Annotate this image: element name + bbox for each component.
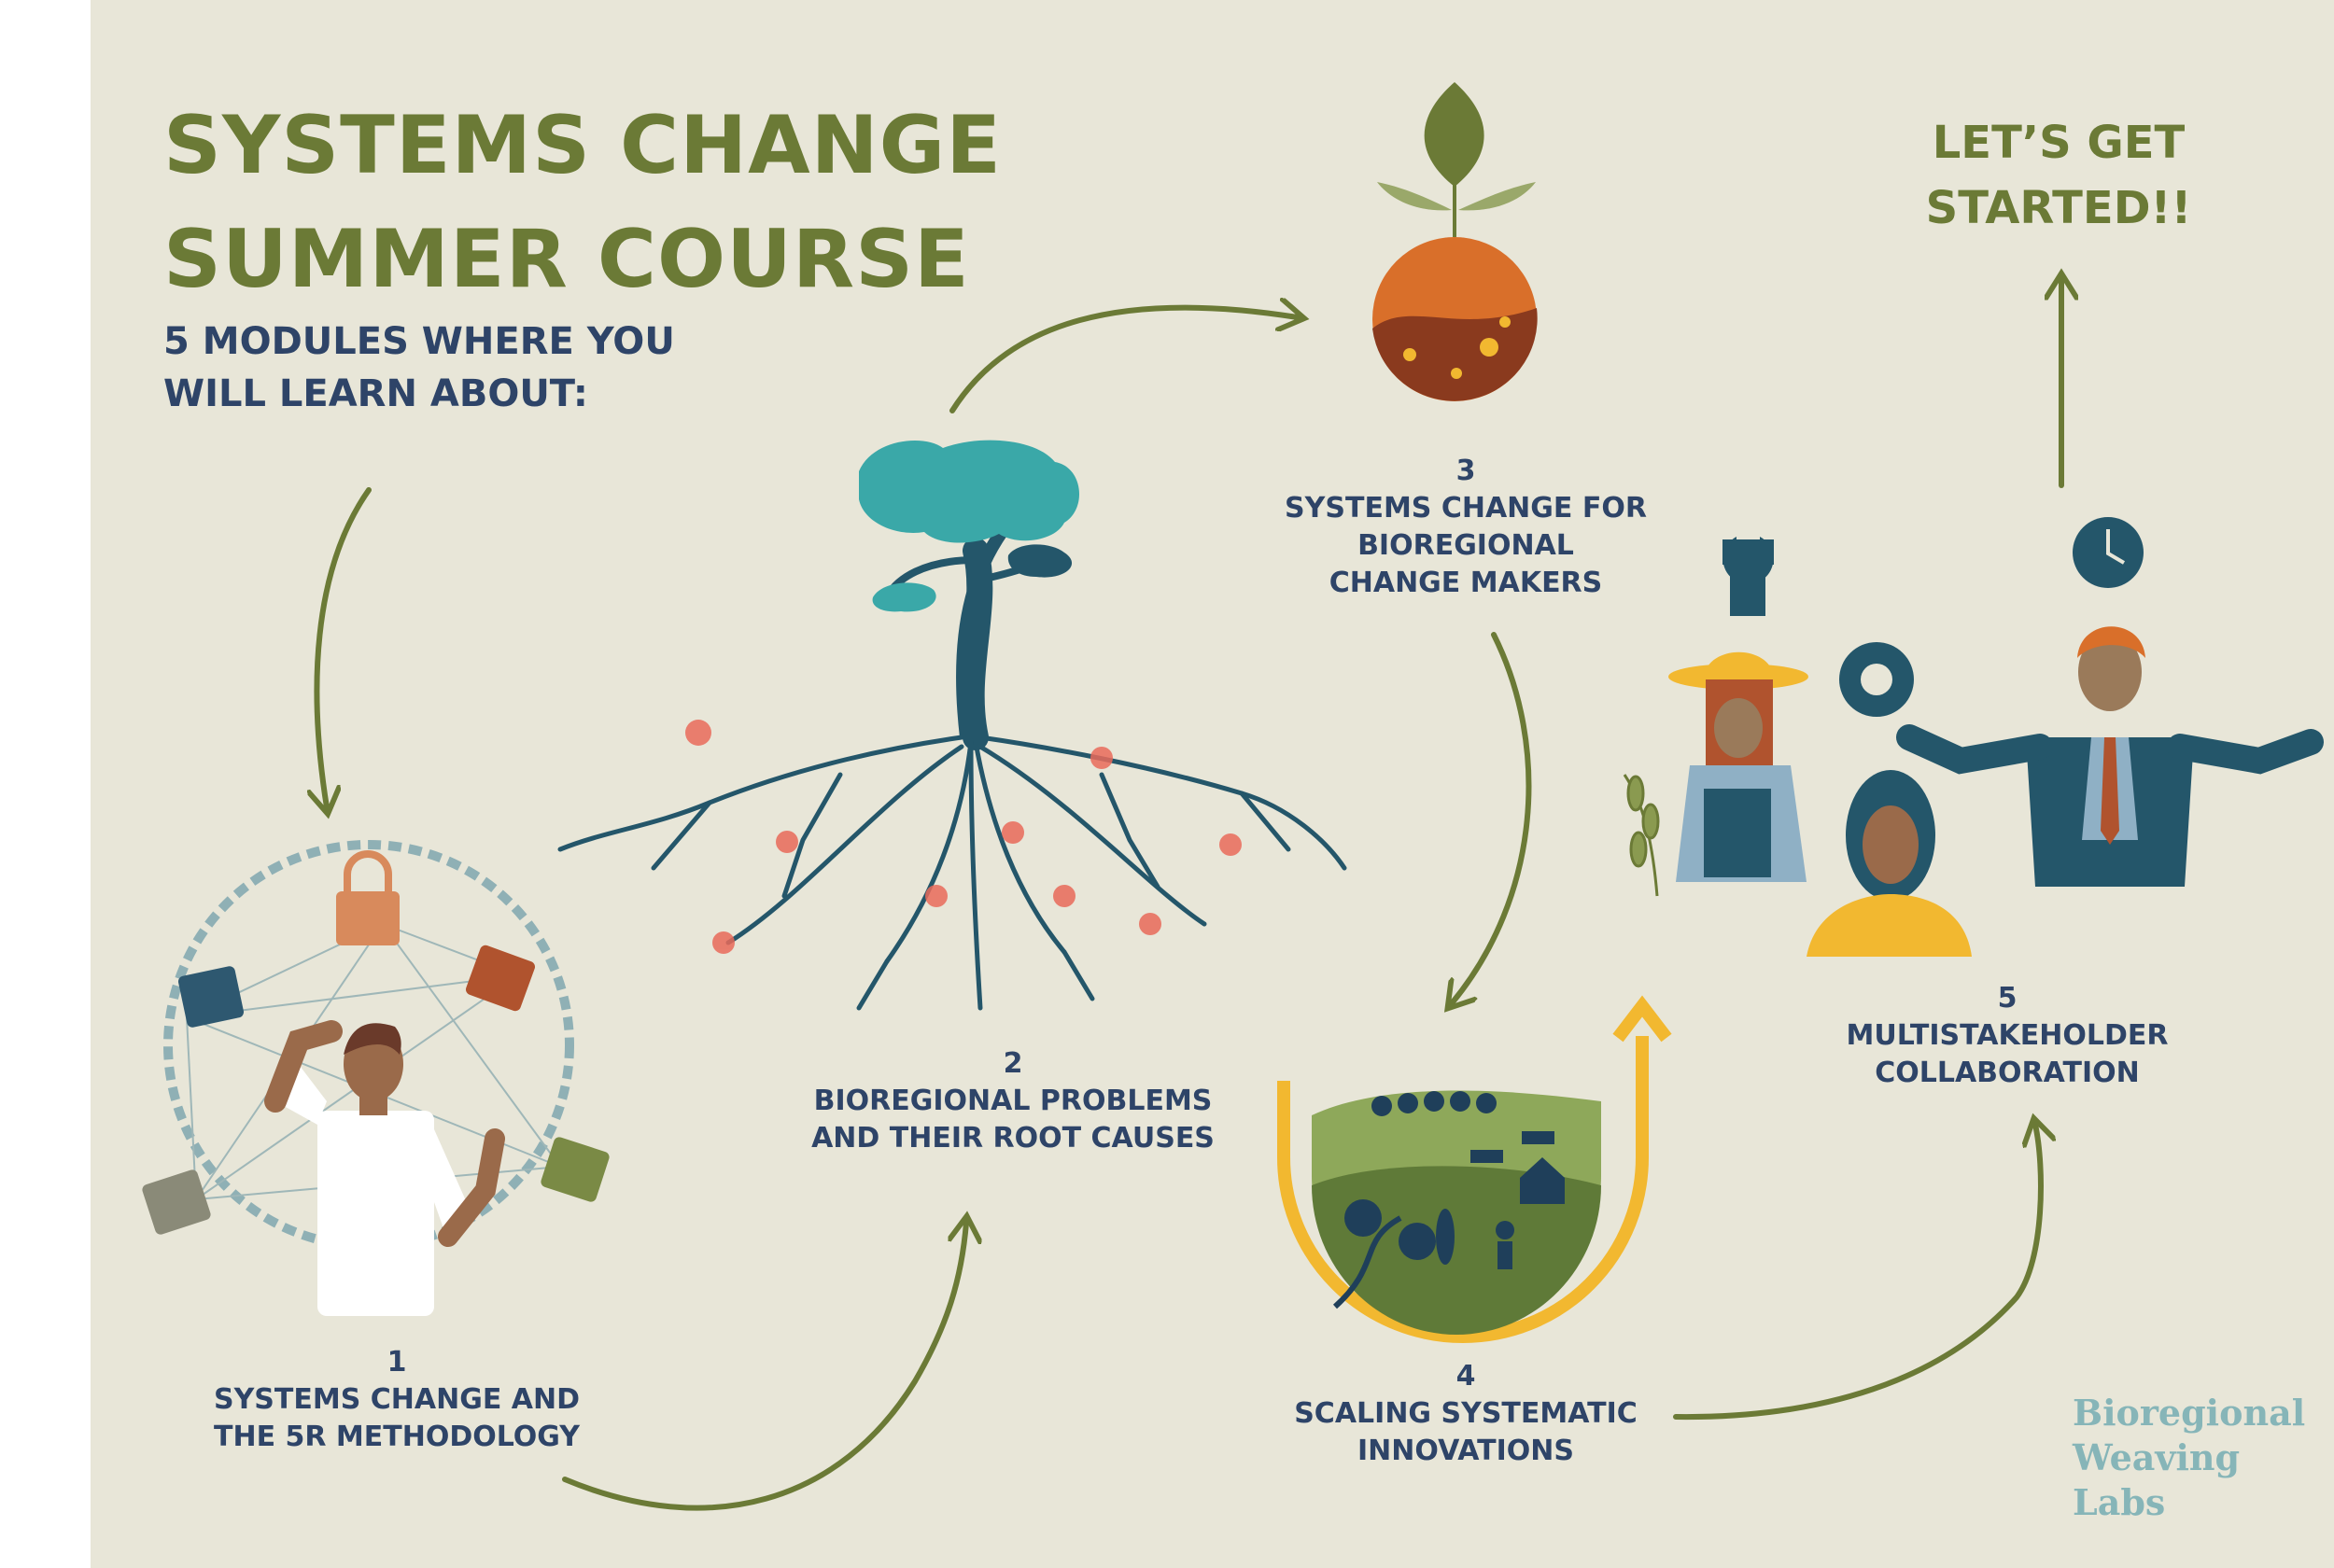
module-title-line: SCALING SYSTEMATIC xyxy=(1294,1397,1638,1430)
arrow-module4-to-module5 xyxy=(1673,1125,2041,1421)
module-title-line: CHANGE MAKERS xyxy=(1329,567,1603,599)
arrow-module2-to-module3 xyxy=(949,308,1298,413)
module-title-line: MULTISTAKEHOLDER xyxy=(1846,1019,2169,1052)
module-title-line: SYSTEMS CHANGE FOR xyxy=(1285,492,1647,525)
arrow-module3-to-module4 xyxy=(1452,632,1532,1003)
module-number: 5 xyxy=(1997,982,2018,1015)
module-1-label: 1 SYSTEMS CHANGE AND THE 5R METHODOLOGY xyxy=(177,1344,616,1456)
bioregional-weaving-labs-logo: Bioregional Weaving Labs xyxy=(2073,1391,2305,1525)
module-number: 1 xyxy=(387,1346,407,1379)
module-title-line: BIOREGIONAL xyxy=(1357,529,1574,562)
logo-line1: Bioregional xyxy=(2073,1392,2306,1434)
course-subtitle: 5 MODULES WHERE YOU WILL LEARN ABOUT: xyxy=(163,315,675,420)
landscape-with-u-arrow-icon xyxy=(1277,995,1672,1343)
course-title-line1: SYSTEMS CHANGE xyxy=(163,99,1002,192)
arrow-module1-to-module2 xyxy=(562,1223,966,1511)
module-2-label: 2 BIOREGIONAL PROBLEMS AND THEIR ROOT CA… xyxy=(747,1045,1279,1157)
module-3-label: 3 SYSTEMS CHANGE FOR BIOREGIONAL CHANGE … xyxy=(1256,453,1676,602)
logo-line2: Weaving xyxy=(2073,1436,2241,1478)
module-title-line: COLLABORATION xyxy=(1875,1057,2140,1089)
course-title-line2: SUMMER COURSE xyxy=(163,213,970,306)
module-5-label: 5 MULTISTAKEHOLDER COLLABORATION xyxy=(1802,980,2213,1092)
module-title-line: THE 5R METHODOLOGY xyxy=(214,1421,580,1453)
module-4-label: 4 SCALING SYSTEMATIC INNOVATIONS xyxy=(1270,1358,1662,1470)
module-number: 2 xyxy=(1003,1047,1023,1080)
flow-arrows xyxy=(316,280,2061,1511)
module-title-line: BIOREGIONAL PROBLEMS xyxy=(813,1085,1213,1117)
tree-with-roots-icon xyxy=(557,440,1347,1011)
course-subtitle-line2: WILL LEARN ABOUT: xyxy=(163,372,588,415)
cta-line2: STARTED!! xyxy=(1925,182,2192,234)
person-chained-with-padlocks-icon xyxy=(142,840,610,1316)
logo-line3: Labs xyxy=(2073,1481,2166,1523)
sprout-seed-icon xyxy=(1372,82,1538,401)
cta-line1: LET’S GET xyxy=(1932,117,2186,169)
module-title-line: INNOVATIONS xyxy=(1357,1435,1574,1467)
stakeholders-group-icon xyxy=(1623,517,2324,957)
arrow-title-to-module1 xyxy=(316,487,372,807)
course-title: SYSTEMS CHANGE SUMMER COURSE xyxy=(163,89,1002,316)
module-title-line: SYSTEMS CHANGE AND xyxy=(213,1383,581,1416)
module-number: 3 xyxy=(1455,455,1476,487)
call-to-action: LET’S GET STARTED!! xyxy=(1853,110,2264,241)
course-subtitle-line1: 5 MODULES WHERE YOU xyxy=(163,320,675,363)
module-number: 4 xyxy=(1455,1360,1476,1393)
module-title-line: AND THEIR ROOT CAUSES xyxy=(811,1122,1215,1155)
